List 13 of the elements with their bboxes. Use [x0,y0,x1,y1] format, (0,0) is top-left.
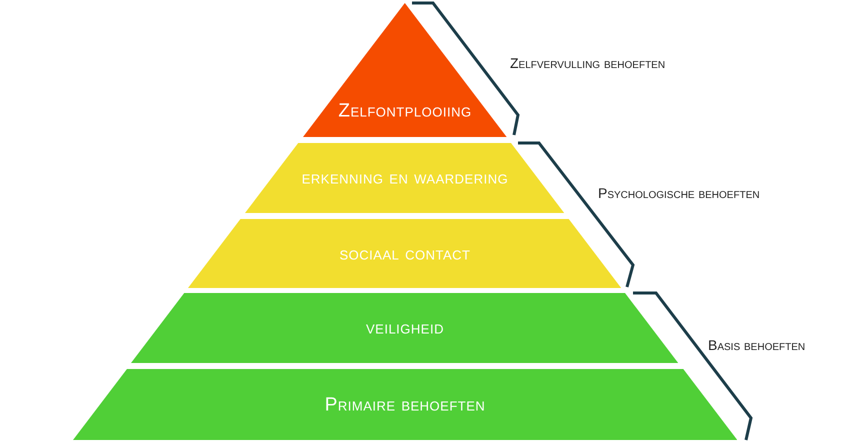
tier-label: Zelfontplooiing [338,102,472,120]
pyramid-tier [303,3,507,137]
tier-label: Primaire behoeften [324,396,486,414]
tier-label: veiligheid [366,318,444,338]
group-label: Zelfvervulling behoeften [510,54,666,73]
tier-label: erkenning en waardering [302,168,508,188]
pyramid-tier [245,143,565,213]
group-label: Basis behoeften [708,336,806,355]
tier-label: sociaal contact [339,244,470,264]
pyramid-tier [131,293,679,363]
pyramid-tier [188,219,622,288]
pyramid-tier [72,369,738,440]
group-label: Psychologische behoeften [598,184,760,203]
